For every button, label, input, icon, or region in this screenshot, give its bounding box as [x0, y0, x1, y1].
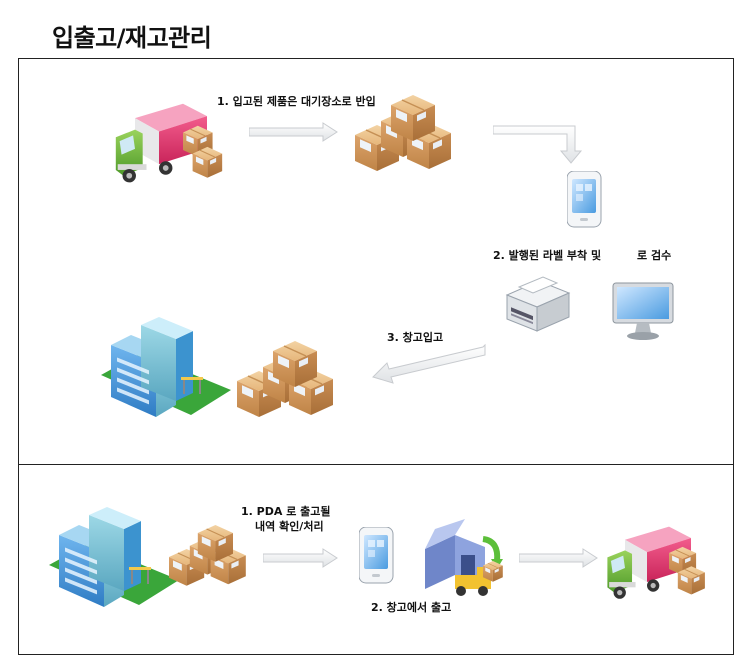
inbound-step3-label: 3. 창고입고 [387, 331, 444, 344]
cardboard-boxes-icon [169, 525, 249, 589]
warehouse-building-icon [101, 305, 237, 417]
arrow-right-icon [519, 547, 599, 569]
inbound-step2-label: 2. 발행된 라벨 부착 및 [493, 249, 602, 262]
outbound-step1-line1: 1. PDA 로 출고될 [241, 505, 331, 518]
outbound-step2-label: 2. 창고에서 출고 [371, 601, 452, 614]
delivery-truck-icon [111, 97, 231, 192]
monitor-icon [611, 281, 675, 343]
pda-device-icon [567, 171, 603, 229]
label-printer-icon [503, 271, 573, 335]
arrow-right-icon [263, 547, 339, 569]
cardboard-boxes-icon [355, 95, 455, 175]
outbound-panel: 1. PDA 로 출고될 내역 확인/처리 2. 창고에서 출고 [18, 464, 734, 655]
inbound-step1-label: 1. 입고된 제품은 대기장소로 반입 [217, 95, 376, 108]
delivery-truck-icon [603, 519, 713, 609]
arrow-left-down-icon [369, 341, 489, 389]
arrow-bend-down-icon [493, 123, 583, 165]
cardboard-boxes-icon [237, 341, 337, 421]
page-title: 입출고/재고관리 [52, 24, 212, 52]
outbound-step1-line2: 내역 확인/처리 [255, 520, 324, 533]
inbound-step2b-label: 로 검수 [637, 249, 672, 262]
arrow-right-icon [249, 121, 339, 143]
inbound-panel: 1. 입고된 제품은 대기장소로 반입 2. 발행된 라벨 부착 및 로 검수 [18, 58, 734, 465]
warehouse-building-icon [49, 495, 185, 607]
factory-forklift-icon [421, 519, 507, 599]
pda-device-icon [359, 527, 395, 585]
